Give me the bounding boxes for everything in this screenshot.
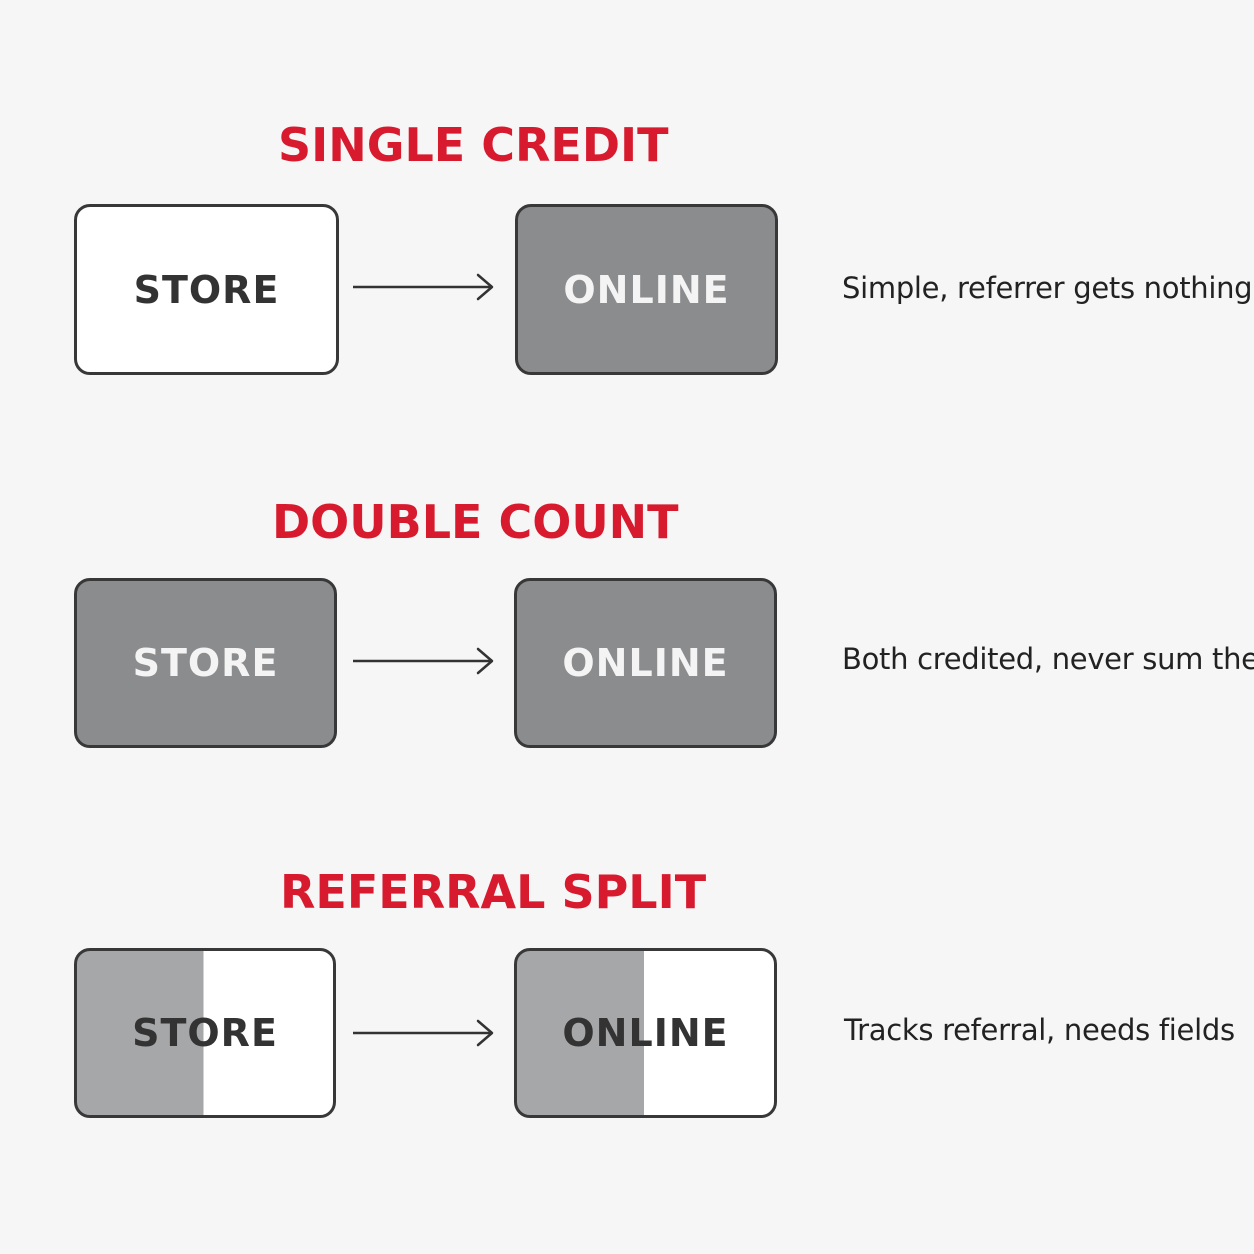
store-box-label: STORE [133, 267, 280, 312]
online-box: ONLINE [515, 204, 778, 375]
store-box: STORE [74, 948, 336, 1118]
arrow-right-icon [353, 1019, 494, 1047]
store-box: STORE [74, 578, 337, 748]
online-box-label: ONLINE [562, 1011, 729, 1055]
section-title-double-count: DOUBLE COUNT [272, 495, 679, 549]
online-box: ONLINE [514, 948, 777, 1118]
store-box-label: STORE [132, 1011, 278, 1055]
online-box-label: ONLINE [563, 267, 730, 312]
section-caption-single-credit: Simple, referrer gets nothing [842, 271, 1253, 305]
arrow-right-icon [353, 647, 494, 675]
arrow-right-icon [353, 273, 494, 301]
online-box: ONLINE [514, 578, 777, 748]
section-caption-referral-split: Tracks referral, needs fields [844, 1013, 1235, 1047]
section-title-referral-split: REFERRAL SPLIT [280, 865, 707, 919]
store-box-label: STORE [132, 641, 279, 685]
section-title-single-credit: SINGLE CREDIT [278, 118, 669, 172]
section-caption-double-count: Both credited, never sum them [842, 642, 1254, 676]
online-box-label: ONLINE [562, 641, 729, 685]
store-box: STORE [74, 204, 339, 375]
